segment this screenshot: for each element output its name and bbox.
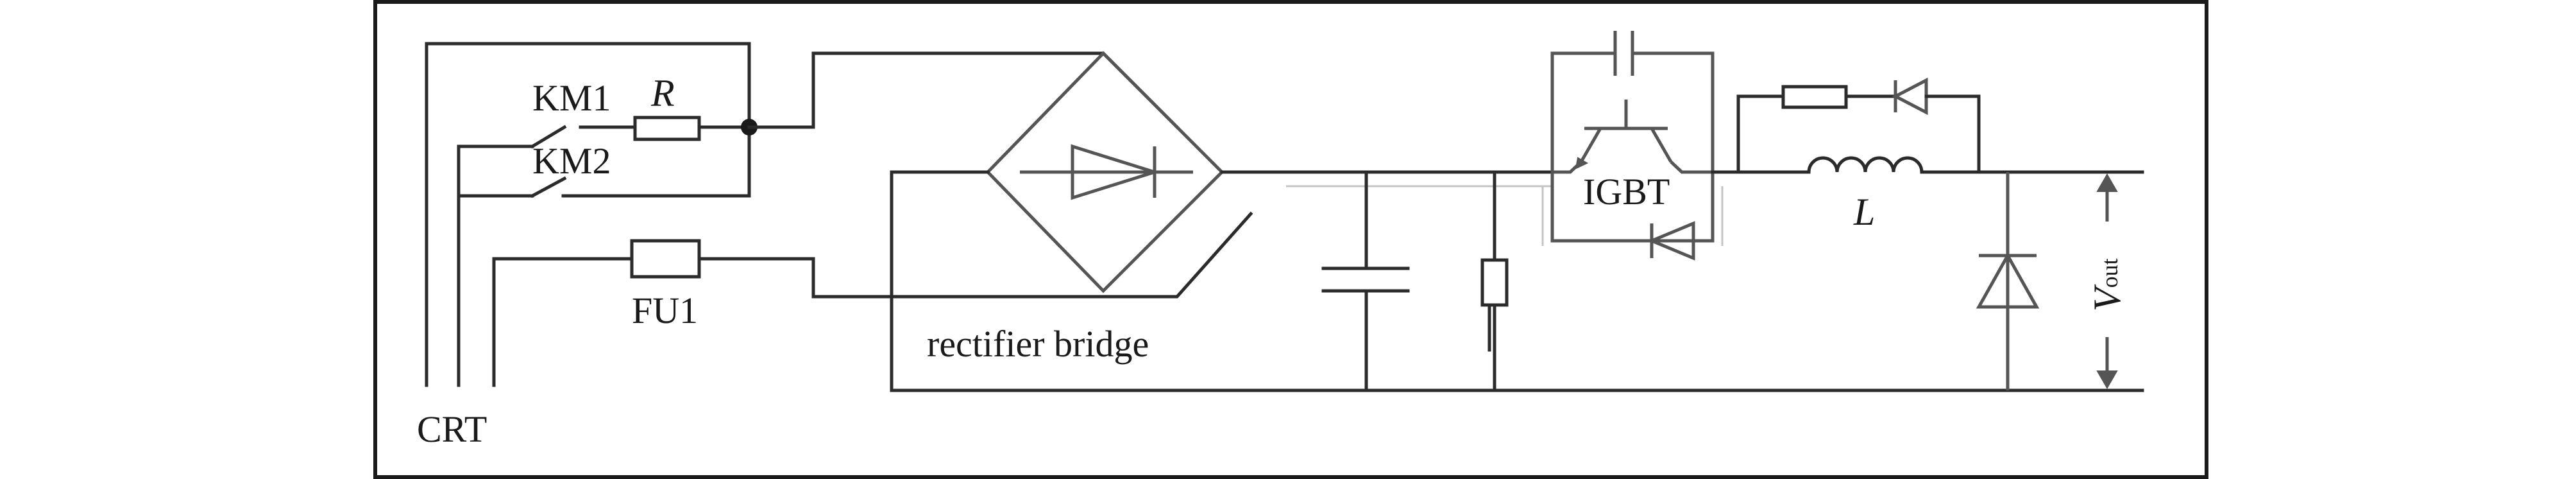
resistor-r — [633, 116, 701, 141]
dc-link-capacitor — [1321, 170, 1410, 392]
snubber-resistor-diode — [1736, 77, 1981, 174]
rectifier-bridge — [985, 51, 1224, 293]
label-km1: KM1 — [532, 77, 611, 119]
diagram-frame — [373, 0, 2208, 479]
km2-contactor — [530, 125, 751, 198]
label-km2: KM2 — [532, 140, 611, 182]
label-crt: CRT — [417, 408, 487, 450]
label-inductor: L — [1853, 191, 1875, 233]
km1-contactor — [530, 125, 637, 149]
bleeder-resistor — [1480, 170, 1509, 392]
label-vout-main: V — [2086, 284, 2128, 311]
inductor-l — [1807, 156, 1981, 174]
label-rectifier-bridge: rectifier bridge — [927, 323, 1149, 365]
label-vout-sub: out — [2097, 258, 2123, 288]
vout-arrow — [2096, 173, 2118, 390]
label-r: R — [650, 72, 675, 114]
igbt-module — [1541, 31, 1724, 261]
label-fu1: FU1 — [632, 290, 698, 331]
label-vout: Vout — [2086, 258, 2128, 311]
fuse-fu1 — [630, 239, 701, 279]
label-igbt: IGBT — [1583, 171, 1670, 213]
crt-input-wiring — [425, 42, 751, 387]
svg-text:Vout: Vout — [2086, 258, 2128, 311]
output-diode — [1976, 172, 2040, 390]
